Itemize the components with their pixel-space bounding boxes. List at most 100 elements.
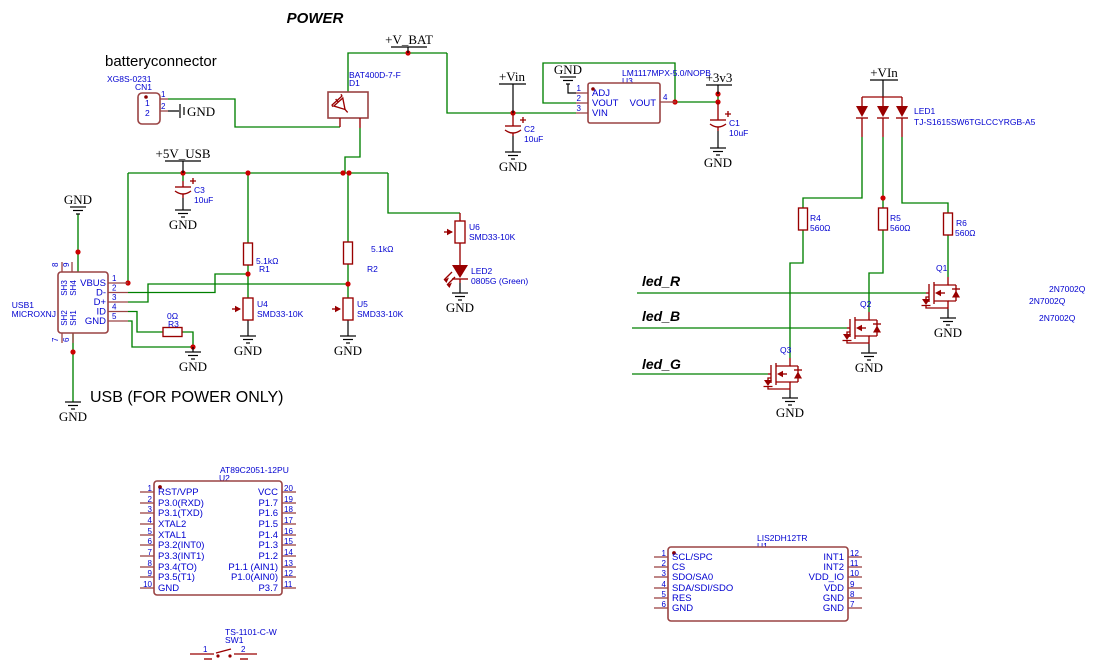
u1-lnum-4: 4: [662, 580, 667, 589]
gnd-u5-label: GND: [334, 343, 362, 358]
component-usb1[interactable]: USB1 MICROXNJ 8 9 7 6 SH3 SH4 SH2 SH1 1 …: [12, 262, 128, 343]
gnd-q1-label: GND: [934, 325, 962, 340]
d1-part: BAT400D-7-F: [349, 70, 401, 80]
u2-rpin-14: P1.2: [258, 551, 278, 562]
component-q2[interactable]: Q2 2N7002Q: [841, 296, 1066, 345]
u2-rnum-17: 17: [284, 516, 293, 525]
component-r1[interactable]: 5.1kΩ R1: [242, 242, 279, 274]
cn1-part: XG8S-0231: [107, 74, 152, 84]
u2-lpin-4: XTAL2: [158, 519, 186, 530]
cn1-ref: CN1: [135, 82, 152, 92]
c1-value: 10uF: [729, 128, 748, 138]
u1-rnum-12: 12: [850, 549, 859, 558]
netflag-5v-usb[interactable]: +5V_USB: [155, 146, 211, 173]
component-u4[interactable]: U4 SMD33-10K: [231, 297, 304, 321]
netflag-3v3[interactable]: +3v3: [706, 70, 733, 94]
usb1-sh2-label: SH2: [60, 310, 69, 326]
d1-ref: D1: [349, 78, 360, 88]
component-cn1[interactable]: XG8S-0231 CN1 1 2 1 2: [107, 74, 168, 125]
sw1-pin1-num: 1: [203, 645, 208, 654]
usb1-sh-num-8: 8: [51, 262, 60, 267]
u2-rpin-15: P1.3: [258, 540, 278, 551]
component-u2[interactable]: AT89C2051-12PU U2 1 2 3 4 5 6 7 8 9 10 R…: [140, 465, 296, 596]
gnd-r3-label: GND: [179, 359, 207, 374]
component-r4[interactable]: R4 560Ω: [797, 207, 831, 233]
u2-rnum-19: 19: [284, 495, 293, 504]
r3-value: 0Ω: [167, 311, 178, 321]
component-sw1[interactable]: TS-1101-C-W SW1 1 2: [190, 627, 277, 660]
gnd-c2-label: GND: [499, 159, 527, 174]
component-r5[interactable]: R5 560Ω: [877, 207, 911, 233]
netflag-v-bat[interactable]: +V_BAT: [385, 32, 433, 53]
junction-dots: [70, 50, 886, 355]
u2-lpin-6: P3.2(INT0): [158, 540, 204, 551]
u2-rnum-14: 14: [284, 548, 293, 557]
gnd-u4-label: GND: [234, 343, 262, 358]
component-u5[interactable]: U5 SMD33-10K: [331, 297, 404, 321]
u2-lpin-3: P3.1(TXD): [158, 508, 203, 519]
u1-lpin-3: SDO/SA0: [672, 572, 713, 583]
component-r2[interactable]: 5.1kΩ R2: [342, 241, 394, 274]
usb1-pin1-label: VBUS: [80, 278, 106, 289]
q3-part: 2N7002Q: [1039, 313, 1076, 323]
u2-rnum-20: 20: [284, 484, 293, 493]
component-u1[interactable]: LIS2DH12TR U1 1 2 3 4 5 6 SCL/SPC CS SDO…: [654, 533, 862, 622]
u4-part: SMD33-10K: [257, 309, 304, 319]
u1-rpin-7: GND: [823, 603, 844, 614]
u2-lpin-9: P3.5(T1): [158, 572, 195, 583]
u2-lnum-7: 7: [148, 548, 153, 557]
net-label-led-b: led_B: [642, 308, 680, 324]
usb1-pin4-label: ID: [97, 307, 107, 318]
net-label-led-r: led_R: [642, 273, 681, 289]
gnd-cn1-label: GND: [187, 104, 215, 119]
r1-ref: R1: [259, 264, 270, 274]
sheet-title-power: POWER: [287, 10, 344, 27]
usb1-sh1-label: SH1: [69, 310, 78, 326]
component-u6[interactable]: U6 SMD33-10K: [443, 213, 516, 244]
component-d1[interactable]: BAT400D-7-F D1: [327, 70, 401, 128]
component-u3[interactable]: LM1117MPX-5.0/NOPB U3 1 2 3 4 ADJ VOUT V…: [576, 68, 711, 124]
u1-lnum-5: 5: [662, 590, 667, 599]
usb1-pin2-num: 2: [112, 284, 117, 293]
u3-part: LM1117MPX-5.0/NOPB: [622, 68, 711, 78]
netflag-5v-usb-label: +5V_USB: [155, 146, 210, 161]
component-r3[interactable]: 0Ω R3: [162, 311, 183, 338]
cn1-pin1-num: 1: [161, 90, 166, 99]
u6-ref: U6: [469, 222, 480, 232]
component-c1[interactable]: C1 10uF: [709, 102, 748, 138]
u1-lnum-3: 3: [662, 569, 667, 578]
component-led2[interactable]: LED2 0805G (Green): [443, 243, 528, 288]
sw1-ref: SW1: [225, 635, 244, 645]
netflag-vin[interactable]: +Vin: [499, 69, 526, 113]
u2-lnum-1: 1: [148, 484, 153, 493]
r1-value: 5.1kΩ: [256, 256, 278, 266]
u2-lpin-7: P3.3(INT1): [158, 551, 204, 562]
component-c3[interactable]: C3 10uF: [174, 177, 213, 205]
u1-lpin-5: RES: [672, 593, 692, 604]
cn1-inner-pin2: 2: [145, 108, 150, 118]
usb1-sh3-label: SH3: [60, 280, 69, 296]
c2-value: 10uF: [524, 134, 543, 144]
usb1-pin3-num: 3: [112, 293, 117, 302]
u2-rnum-11: 11: [284, 580, 293, 589]
usb1-pin5-num: 5: [112, 312, 117, 321]
gnd-led2-label: GND: [446, 300, 474, 315]
u1-rpin-12: INT1: [823, 552, 844, 563]
label-usb-power-only: USB (FOR POWER ONLY): [90, 389, 284, 406]
gnd-c1-label: GND: [704, 155, 732, 170]
netflag-vin-led[interactable]: +VIn: [870, 65, 898, 97]
component-q3[interactable]: Q3 2N7002Q: [762, 313, 1076, 391]
component-q1[interactable]: Q1 2N7002Q: [920, 263, 1086, 310]
u5-ref: U5: [357, 299, 368, 309]
netflag-3v3-label: +3v3: [706, 70, 733, 85]
q1-ref: Q1: [936, 263, 948, 273]
r4-ref: R4: [810, 213, 821, 223]
u1-rnum-8: 8: [850, 590, 855, 599]
component-led1[interactable]: LED1 TJ-S1615SW6TGLCCYRGB-A5: [855, 96, 1036, 137]
component-c2[interactable]: C2 10uF: [504, 113, 543, 144]
component-r6[interactable]: R6 560Ω: [942, 212, 976, 238]
c1-ref: C1: [729, 118, 740, 128]
u1-rpin-11: INT2: [823, 562, 844, 573]
u1-lpin-2: CS: [672, 562, 685, 573]
u2-lpin-10: GND: [158, 583, 179, 594]
